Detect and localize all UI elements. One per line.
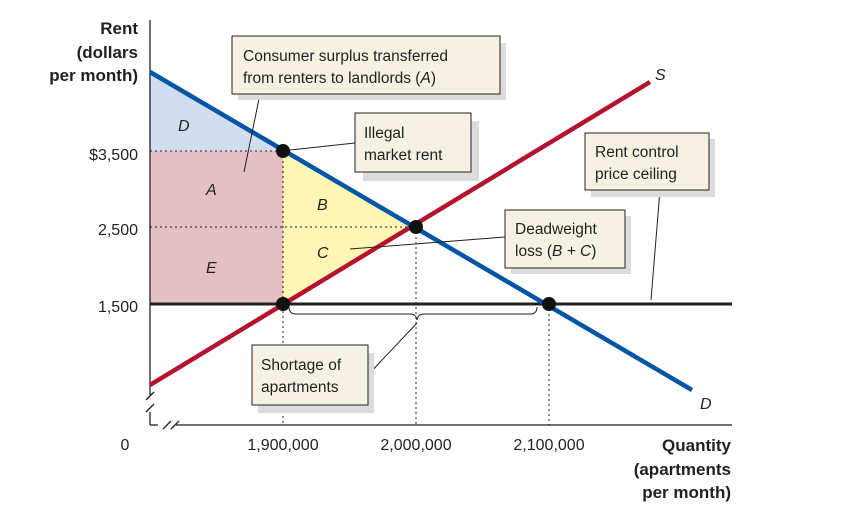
area-e-label: E [206,260,217,277]
callout-text: ) [431,70,436,87]
y-tick-label: $3,500 [89,147,138,164]
points [276,144,556,311]
illegal-rent-point [276,144,290,158]
callout-text: B + C [552,243,592,260]
x-tick-label: 2,000,000 [380,437,451,454]
deadweight-callout [504,209,626,269]
quantity-demanded-point [542,297,556,311]
callout-text: apartments [261,379,339,396]
rent-control-callout [584,132,710,191]
x-tick-label: 2,100,000 [513,437,584,454]
area-b-label: B [317,197,328,214]
callout-text: Deadweight [515,221,598,238]
area-c-label: C [317,245,329,262]
x-axis-title: per month) [642,483,731,502]
origin-label: 0 [121,437,130,454]
x-axis-title: (apartments [634,460,731,479]
y-tick-label: 1,500 [98,299,138,316]
callout-text: market rent [364,147,443,164]
callout-text: Shortage of [261,357,342,374]
callout-text: from renters to landlords ( [243,70,421,87]
supply-curve [148,80,652,387]
quantity-supplied-point [276,297,290,311]
shortage-callout [251,344,369,406]
callout-text: price ceiling [595,166,677,183]
area-a-label: A [205,182,217,199]
callout-text: ) [591,243,596,260]
callout-text: A [419,70,430,87]
x-axis-title: Quantity [662,436,731,455]
y-axis-title: Rent [100,19,138,38]
area-d-label: D [178,118,190,135]
x-tick-label: 1,900,000 [247,437,318,454]
callout-text: Rent control [595,144,679,161]
y-axis-title: per month) [49,66,138,85]
svg-text:loss (B + C): loss (B + C) [515,243,596,260]
supply-label: S [655,67,666,84]
callout-text: Consumer surplus transferred [243,48,448,65]
y-axis-title: (dollars [77,43,138,62]
area-b-c-fill [283,151,416,304]
svg-text:Consumer surplus transferred: Consumer surplus transferred [243,48,448,65]
leader-lines [243,93,661,376]
callout-text: Illegal [364,125,405,142]
y-tick-label: 2,500 [98,222,138,239]
shortage-brace [288,306,538,321]
guide-lines [150,150,550,425]
svg-text:from renters to landlords (A): from renters to landlords (A) [243,70,436,87]
axes [145,20,732,430]
demand-label: D [700,396,712,413]
consumer-surplus-callout [231,35,501,95]
equilibrium-point [409,220,423,234]
illegal-rent-callout [354,112,472,173]
callout-text: loss ( [515,243,553,260]
